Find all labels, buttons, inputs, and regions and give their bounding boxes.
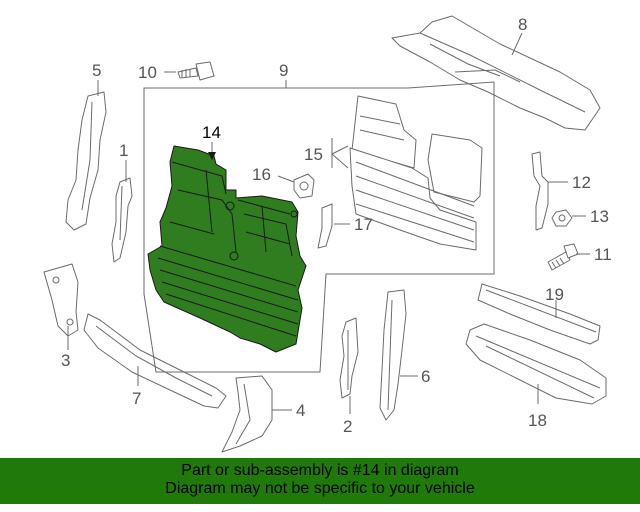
part-15-panels[interactable] (349, 95, 483, 251)
callout-1: 1 (119, 141, 128, 160)
part-16-clip[interactable] (293, 173, 315, 199)
part-18-shield[interactable] (465, 323, 607, 405)
banner-line-1: Part or sub-assembly is #14 in diagram (181, 462, 459, 479)
part-10-bolt[interactable] (177, 61, 215, 81)
callout-17: 17 (354, 215, 373, 234)
part-4-deflector[interactable] (221, 375, 273, 453)
callout-18: 18 (528, 411, 547, 430)
part-3-bracket[interactable] (43, 263, 79, 337)
leader-14-arrow (208, 152, 216, 160)
callout-4: 4 (296, 401, 305, 420)
part-14-shutter-assembly[interactable] (147, 145, 307, 353)
part-2-bracket[interactable] (339, 317, 359, 399)
callout-6: 6 (421, 367, 430, 386)
part-8-upper-shield[interactable] (391, 15, 601, 131)
callout-11: 11 (594, 245, 612, 264)
part-6-bracket[interactable] (379, 289, 407, 421)
part-11-bolt[interactable] (547, 243, 579, 271)
group-9-outline (143, 81, 495, 373)
callout-10: 10 (138, 63, 157, 82)
callout-5: 5 (92, 61, 101, 80)
part-13-nut[interactable] (551, 209, 573, 227)
leader-15b (331, 153, 349, 169)
callout-14: 14 (202, 123, 221, 142)
leader-8 (511, 32, 523, 56)
callout-3: 3 (61, 351, 70, 370)
part-5-bracket[interactable] (65, 91, 107, 231)
parts-diagram: 5 1 3 7 4 2 6 10 9 8 14 15 16 17 12 13 1… (43, 15, 612, 453)
callout-9: 9 (279, 61, 288, 80)
info-banner: Part or sub-assembly is #14 in diagram D… (0, 458, 640, 504)
banner-line-2: Diagram may not be specific to your vehi… (165, 480, 475, 497)
callout-15: 15 (304, 145, 323, 164)
part-7-lower-member[interactable] (83, 313, 227, 409)
part-19-shield[interactable] (477, 283, 601, 345)
part-1-bracket[interactable] (111, 177, 133, 263)
part-12-bracket[interactable] (531, 151, 549, 231)
callout-16: 16 (252, 165, 271, 184)
callout-7: 7 (132, 389, 141, 408)
part-17-seal[interactable] (317, 203, 333, 249)
leader-16 (277, 175, 295, 183)
callout-19: 19 (545, 285, 564, 304)
callout-2: 2 (343, 417, 352, 436)
callout-8: 8 (518, 15, 527, 34)
leader-15a (331, 145, 349, 155)
callout-12: 12 (572, 173, 591, 192)
callout-13: 13 (590, 207, 609, 226)
